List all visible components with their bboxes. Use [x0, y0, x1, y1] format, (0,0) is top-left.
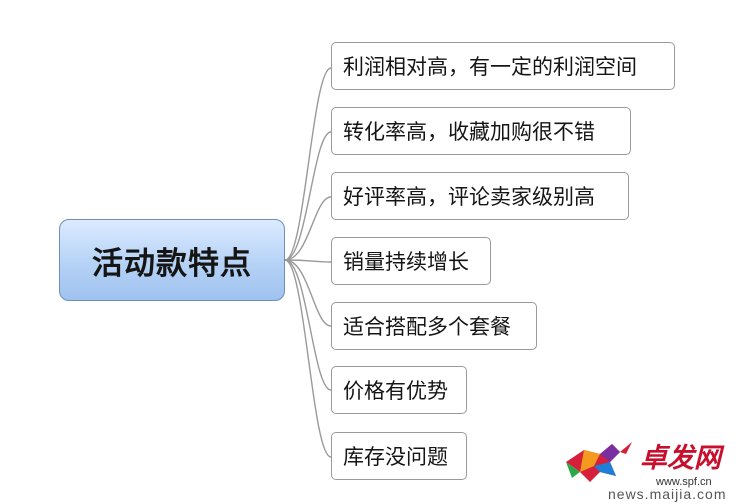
child-node-7[interactable]: 库存没问题 [331, 432, 467, 480]
watermark-brand: 卓发网 [640, 443, 721, 474]
child-node-2[interactable]: 转化率高，收藏加购很不错 [331, 107, 631, 155]
child-node-6[interactable]: 价格有优势 [331, 366, 467, 414]
connector-6 [284, 259, 332, 391]
child-node-label: 利润相对高，有一定的利润空间 [343, 55, 637, 79]
child-node-label: 库存没问题 [343, 445, 448, 469]
child-node-1[interactable]: 利润相对高，有一定的利润空间 [331, 42, 675, 90]
root-node-label: 活动款特点 [92, 245, 252, 282]
child-node-label: 转化率高，收藏加购很不错 [343, 120, 595, 144]
child-node-4[interactable]: 销量持续增长 [331, 237, 491, 285]
child-node-label: 销量持续增长 [343, 250, 469, 274]
child-node-label: 适合搭配多个套餐 [343, 315, 511, 339]
child-node-label: 好评率高，评论卖家级别高 [343, 185, 595, 209]
connector-2 [284, 131, 332, 261]
child-node-label: 价格有优势 [343, 379, 448, 403]
connector-3 [284, 196, 332, 261]
root-node[interactable]: 活动款特点 [59, 219, 285, 301]
connector-5 [284, 259, 332, 327]
watermark-url-primary: www.spf.cn [656, 476, 712, 488]
child-node-3[interactable]: 好评率高，评论卖家级别高 [331, 172, 629, 220]
child-node-5[interactable]: 适合搭配多个套餐 [331, 302, 537, 350]
watermark: 卓发网 www.spf.cn news.maijia.com [560, 432, 748, 502]
connector-1 [284, 67, 332, 261]
connector-7 [284, 259, 332, 458]
bull-logo-icon [566, 442, 632, 482]
watermark-url-secondary: news.maijia.com [608, 486, 727, 502]
connector-4 [284, 259, 332, 263]
